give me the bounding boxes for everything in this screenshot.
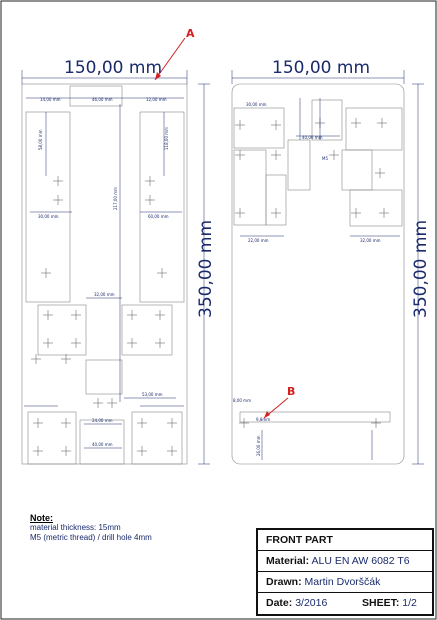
sheet-label: SHEET:	[362, 597, 400, 609]
dim-r1: 30,00 mm	[246, 102, 267, 107]
left-top-pocket	[69, 85, 123, 107]
dim-l4: 58,00 mm	[38, 129, 43, 150]
note-line-thickness: material thickness: 15mm	[30, 523, 121, 532]
right-pocket-top-left	[233, 107, 285, 149]
note-title: Note:	[30, 513, 53, 523]
material-row: Material: ALU EN AW 6082 T6	[258, 551, 432, 572]
right-width-dim: 150,00 mm	[272, 58, 370, 78]
title-block: FRONT PART Material: ALU EN AW 6082 T6 D…	[256, 528, 434, 616]
left-holes	[31, 176, 177, 456]
sheet-value: 1/2	[402, 597, 417, 609]
right-pocket-center	[287, 139, 311, 191]
sheet-cell: SHEET: 1/2	[362, 593, 417, 614]
callout-a: A	[186, 27, 195, 40]
left-block-bottom-left	[27, 411, 77, 465]
date-value: 3/2016	[295, 597, 328, 609]
dim-l8: 60,00 mm	[148, 214, 169, 219]
material-value: ALU EN AW 6082 T6	[311, 555, 410, 567]
dim-l6: 118,00 mm	[164, 127, 169, 150]
left-view	[21, 83, 188, 465]
left-width-dim: 150,00 mm	[64, 58, 162, 78]
left-block-bottom-center	[79, 419, 125, 465]
part-name: FRONT PART	[258, 530, 432, 551]
dim-r6: 9,8mm	[256, 417, 270, 422]
right-pocket-top-center	[311, 99, 343, 141]
left-block-mid-left	[37, 304, 87, 356]
right-part-outline	[231, 83, 405, 465]
dim-l11: 40,00 mm	[92, 442, 113, 447]
left-small-dims: 14,00 mm 46,00 mm 12,00 mm 58,00 mm 217,…	[38, 97, 169, 447]
dim-l7: 30,00 mm	[38, 214, 59, 219]
dim-l9: 32,00 mm	[94, 292, 115, 297]
right-pocket-right	[349, 189, 403, 227]
drawn-row: Drawn: Martin Dvorščák	[258, 572, 432, 593]
dim-l5: 217,00 mm	[113, 187, 118, 210]
dim-l12: 53,00 mm	[142, 392, 163, 397]
right-height-dim: 350,00 mm	[411, 220, 431, 318]
callout-a-arrow	[155, 72, 161, 80]
drawn-value: Martin Dvorščák	[304, 576, 381, 588]
right-pocket-left-inner	[265, 174, 287, 226]
callout-b-arrow	[264, 411, 270, 418]
dim-l10: 24,00 mm	[92, 418, 113, 423]
left-pocket-left	[25, 111, 71, 303]
note-line-thread: M5 (metric thread) / drill hole 4mm	[30, 533, 152, 542]
dim-l1: 14,00 mm	[40, 97, 61, 102]
right-dim-lines	[231, 70, 424, 465]
dim-r2: 40,00 mm	[302, 135, 323, 140]
date-sheet-row: Date: 3/2016 SHEET: 1/2	[258, 593, 432, 614]
right-small-dims: 30,00 mm 40,00 mm 22,00 mm 32,00 mm 8,00…	[233, 102, 381, 456]
drawing-note: Note: material thickness: 15mm M5 (metri…	[30, 513, 240, 543]
right-view	[231, 83, 405, 465]
drawn-label: Drawn:	[266, 576, 302, 588]
left-block-center	[85, 359, 123, 395]
callout-a-leader	[154, 37, 186, 81]
right-pocket-left	[233, 149, 267, 226]
left-block-bottom-right	[131, 411, 183, 465]
left-height-dim: 350,00 mm	[196, 220, 216, 318]
right-pocket-top-right	[345, 107, 403, 151]
material-label: Material:	[266, 555, 310, 567]
dim-l2: 46,00 mm	[92, 97, 113, 102]
dim-l3: 12,00 mm	[146, 97, 167, 102]
right-pocket-right-inner	[341, 149, 373, 191]
left-pocket-right	[139, 111, 185, 303]
date-label: Date:	[266, 597, 293, 609]
dim-r8: M5	[322, 156, 328, 161]
right-holes	[235, 118, 389, 428]
dim-r3: 22,00 mm	[248, 238, 269, 243]
dim-r7: 26,00 mm	[256, 435, 261, 456]
callout-b: B	[287, 385, 295, 398]
dim-r4: 32,00 mm	[360, 238, 381, 243]
left-dim-lines	[21, 70, 210, 465]
right-slot-bottom	[239, 411, 391, 423]
left-block-mid-right	[121, 304, 173, 356]
dim-r5: 8,00 mm	[233, 398, 251, 403]
